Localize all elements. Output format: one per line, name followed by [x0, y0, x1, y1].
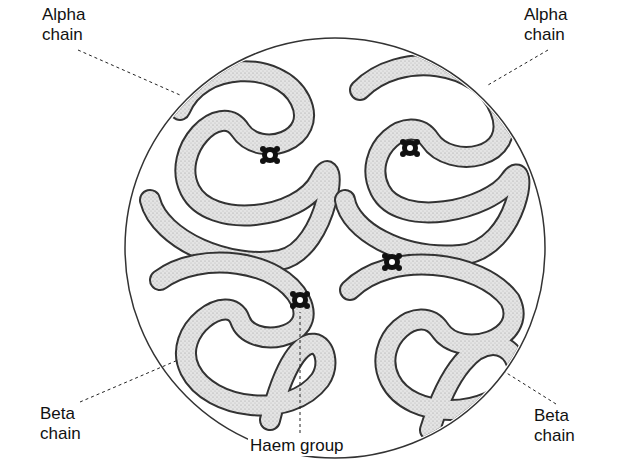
leader-line [505, 372, 556, 404]
leader-line [80, 360, 178, 402]
leader-line [488, 50, 548, 85]
beta-chain-tube [160, 263, 325, 420]
alpha-chain-tube [150, 71, 330, 262]
chain-label: Beta chain [532, 406, 592, 445]
haem-groups [260, 139, 420, 309]
beta-chain-tube [350, 265, 517, 430]
leader-line [300, 312, 301, 433]
chain-label: Beta chain [38, 404, 98, 443]
haem-label: Haem group [248, 436, 346, 456]
alpha-chain-tube [345, 65, 519, 255]
chain-label: Alpha chain [522, 5, 582, 44]
leader-lines [78, 50, 556, 433]
leader-line [78, 50, 180, 95]
molecule-outline [125, 38, 545, 458]
chain-label: Alpha chain [40, 5, 100, 44]
